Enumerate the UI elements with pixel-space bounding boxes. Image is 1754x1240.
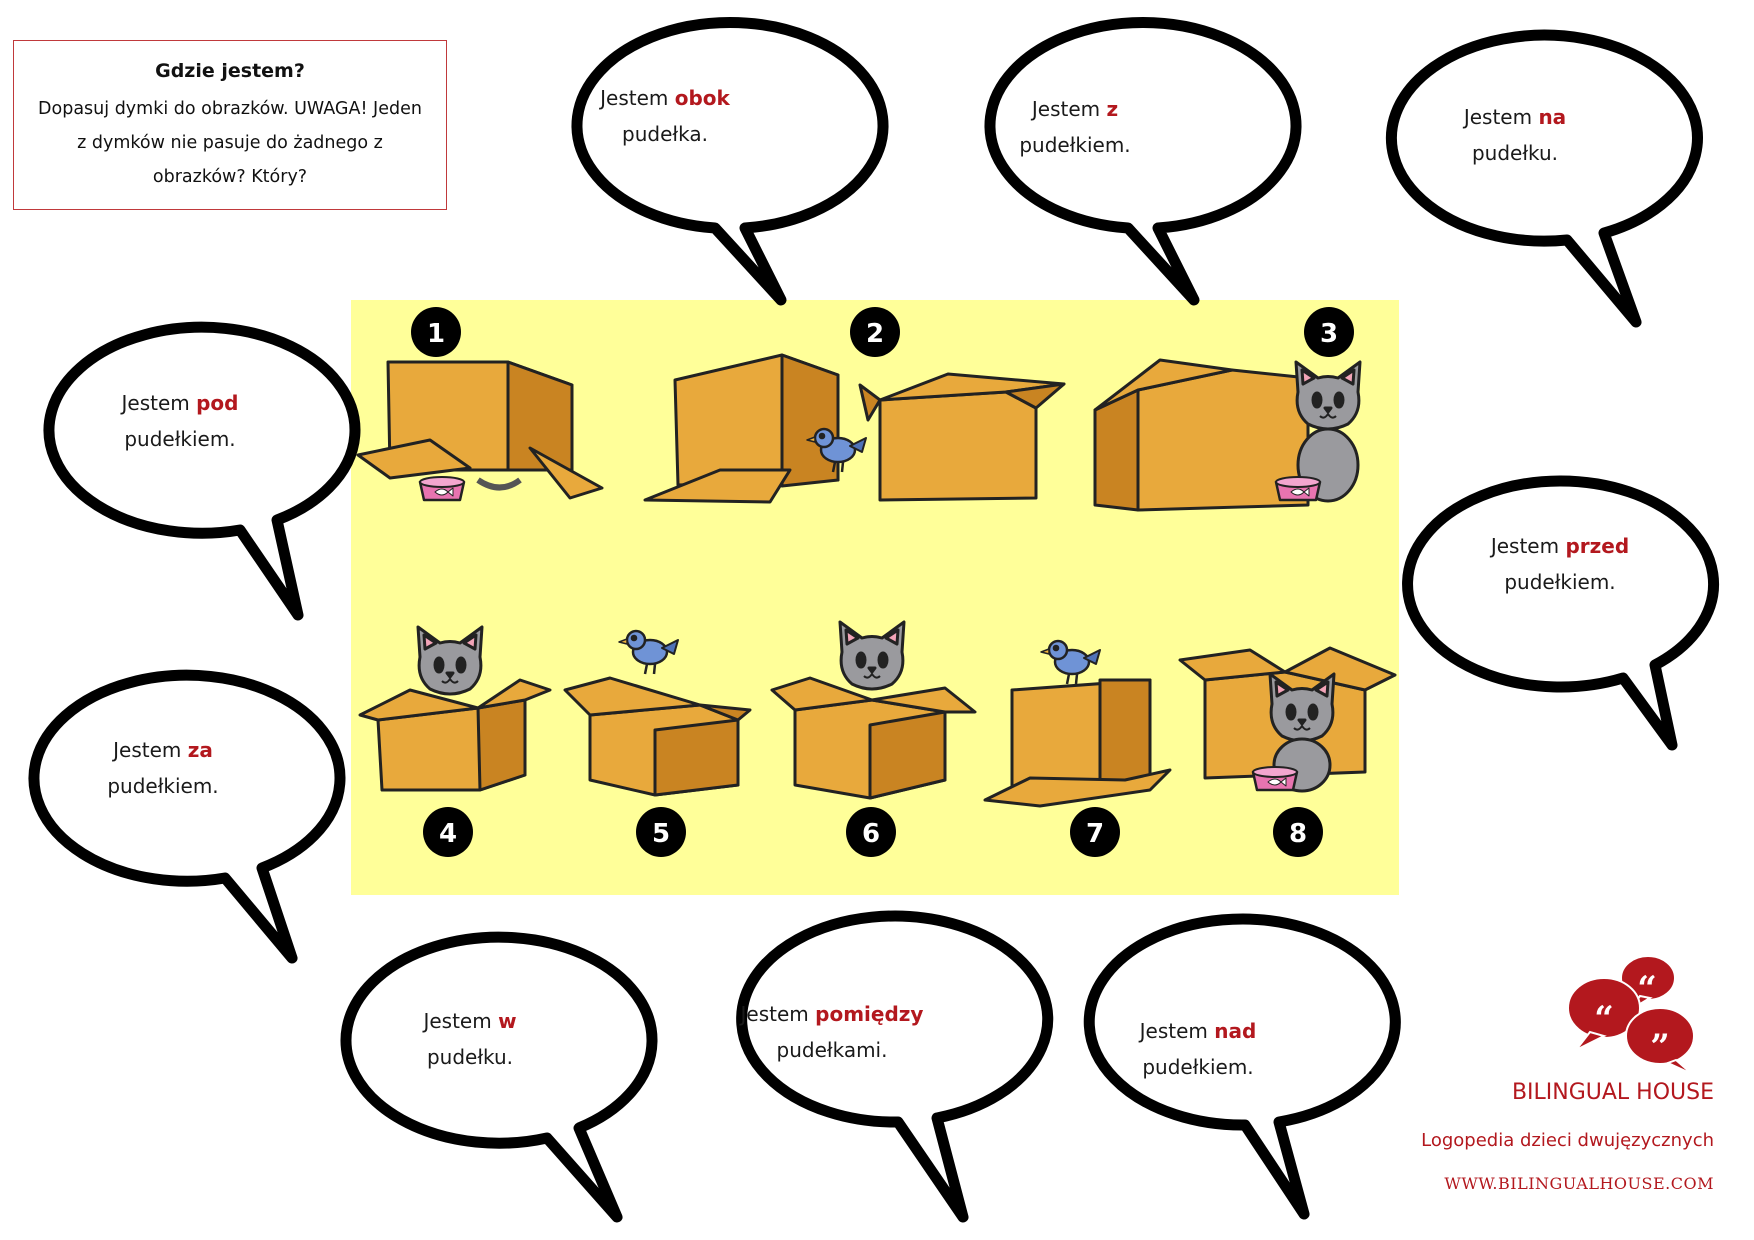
- bubble-keyword: w: [498, 1009, 517, 1033]
- task-line-3: obrazków? Który?: [152, 167, 308, 187]
- badge-2: [850, 307, 900, 357]
- speech-bubble-na: [1385, 29, 1703, 328]
- badge-6-label: 6: [862, 819, 880, 849]
- bubble-keyword: obok: [674, 86, 730, 110]
- bubble-prefix: Jestem: [113, 738, 188, 762]
- picture-8-cat-in-front-of-box: [1178, 646, 1397, 793]
- logo-quote-right: ”: [1650, 1027, 1670, 1067]
- bubble-second-line: pudełkiem.: [1019, 133, 1131, 157]
- badge-3: [1304, 307, 1354, 357]
- speech-bubble-przed: [1402, 475, 1719, 751]
- bubble-text-z: Jestem z pudełkiem.: [975, 91, 1175, 163]
- picture-5-bird-above-box: [563, 629, 752, 797]
- brand-name: BILINGUAL HOUSE: [1511, 1080, 1714, 1105]
- picture-7-bird-on-box: [983, 639, 1172, 808]
- bubble-second-line: pudełkiem.: [124, 427, 236, 451]
- speech-bubble-w: [340, 931, 658, 1223]
- picture-3-cat-next-to-box: [1093, 358, 1362, 512]
- bubble-second-line: pudełkiem.: [107, 774, 219, 798]
- badge-2-label: 2: [866, 319, 884, 349]
- task-instruction-box: Gdzie jestem? Dopasuj dymki do obrazków.…: [13, 40, 447, 210]
- number-badges: [411, 307, 1354, 857]
- bubble-second-line: pudełka.: [622, 122, 708, 146]
- bubble-prefix: Jestem: [1139, 1019, 1215, 1043]
- badge-1: [411, 307, 461, 357]
- bubble-keyword: nad: [1214, 1019, 1257, 1043]
- speech-bubble-za: [28, 669, 346, 964]
- picture-6-cat-behind-box: [770, 620, 977, 800]
- brand-website-link[interactable]: WWW.BILINGUALHOUSE.COM: [1444, 1174, 1714, 1193]
- bubble-second-line: pudełku.: [426, 1045, 514, 1069]
- task-title: Gdzie jestem?: [155, 60, 305, 82]
- badge-7-label: 7: [1086, 819, 1104, 849]
- bubble-text-za: Jestem za pudełkiem.: [63, 732, 263, 804]
- badge-4: [423, 807, 473, 857]
- badge-7: [1070, 807, 1120, 857]
- badge-3-label: 3: [1320, 319, 1338, 349]
- brand-tagline: Logopedia dzieci dwujęzycznych: [1421, 1130, 1714, 1151]
- bubble-keyword: z: [1106, 97, 1119, 121]
- bubble-text-pod: Jestem pod pudełkiem.: [80, 385, 280, 457]
- bubble-keyword: przed: [1565, 534, 1630, 558]
- bubble-text-w: Jestem w pudełku.: [370, 1003, 570, 1075]
- bubble-prefix: Jestem: [1031, 97, 1107, 121]
- bubble-second-line: pudełkami.: [776, 1038, 888, 1062]
- bubble-second-line: pudełkiem.: [1142, 1055, 1254, 1079]
- bubble-text-na: Jestem na pudełku.: [1415, 99, 1615, 171]
- speech-bubble-obok: [571, 17, 889, 306]
- bubble-prefix: Jestem: [121, 391, 197, 415]
- bubble-keyword: pomiędzy: [815, 1002, 924, 1026]
- bubble-text-przed: Jestem przed pudełkiem.: [1460, 528, 1660, 600]
- bubble-prefix: Jestem: [600, 86, 675, 110]
- picture-4-cat-in-box: [358, 625, 552, 792]
- bubble-text-pomiedzy: Jestem pomiędzy pudełkami.: [717, 996, 947, 1068]
- speech-bubble-pod: [43, 321, 361, 621]
- badge-1-label: 1: [427, 319, 445, 349]
- speech-bubble-nad: [1083, 913, 1401, 1220]
- badge-6: [846, 807, 896, 857]
- picture-1-cat-under-box: [356, 360, 604, 502]
- bubble-second-line: pudełku.: [1471, 141, 1559, 165]
- speech-bubble-pomiedzy: [736, 910, 1054, 1223]
- badge-4-label: 4: [439, 819, 457, 849]
- logo-quote-top: “: [1637, 969, 1657, 1009]
- logo-quote-left: “: [1594, 999, 1614, 1039]
- bubble-keyword: na: [1538, 105, 1567, 129]
- bubble-text-obok: Jestem obok pudełka.: [565, 80, 765, 152]
- badge-5: [636, 807, 686, 857]
- bubble-prefix: Jestem: [1490, 534, 1566, 558]
- bubble-prefix: Jestem: [740, 1002, 816, 1026]
- speech-bubble-z: [984, 17, 1302, 306]
- bubble-prefix: Jestem: [423, 1009, 499, 1033]
- bilingual-house-logo: [1567, 955, 1695, 1075]
- task-line-2: z dymków nie pasuje do żadnego z: [77, 133, 383, 153]
- bubble-keyword: pod: [196, 391, 239, 415]
- bubble-second-line: pudełkiem.: [1504, 570, 1616, 594]
- bubble-text-nad: Jestem nad pudełkiem.: [1098, 1013, 1298, 1085]
- bubble-prefix: Jestem: [1463, 105, 1539, 129]
- badge-8-label: 8: [1289, 819, 1307, 849]
- task-instructions: Dopasuj dymki do obrazków. UWAGA! Jeden …: [14, 92, 446, 194]
- task-line-1: Dopasuj dymki do obrazków. UWAGA! Jeden: [38, 99, 422, 119]
- badge-5-label: 5: [652, 819, 670, 849]
- bubble-keyword: za: [187, 738, 213, 762]
- picture-2-bird-between-boxes: [643, 353, 1066, 504]
- badge-8: [1273, 807, 1323, 857]
